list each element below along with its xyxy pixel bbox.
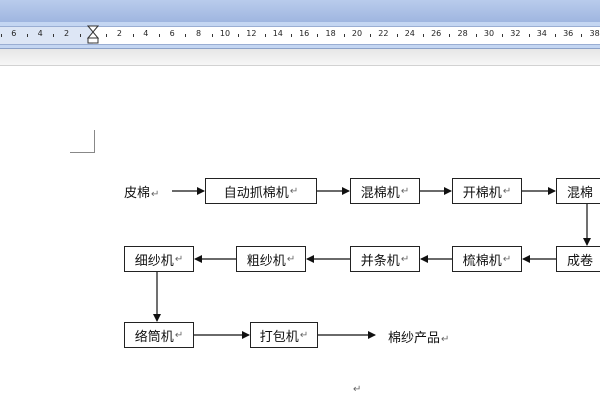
flow-box-winding[interactable]: 络筒机↵ xyxy=(124,322,194,348)
empty-paragraph-mark: ↵ xyxy=(353,384,362,395)
indent-marker-icon[interactable] xyxy=(87,25,99,44)
ruler-label: 14 xyxy=(272,29,283,38)
flow-end-text: 棉纱产品↵ xyxy=(388,331,450,346)
ruler-tick xyxy=(211,34,213,37)
ruler-tick xyxy=(27,34,28,37)
ruler-label: 24 xyxy=(404,29,415,38)
ruler-text-area xyxy=(93,26,600,45)
ruler-tick xyxy=(159,34,160,37)
ruler-label: 28 xyxy=(457,29,468,38)
flow-box-spinning[interactable]: 细纱机↵ xyxy=(124,246,194,272)
flow-box-roving[interactable]: 粗纱机↵ xyxy=(236,246,306,272)
ruler-label: 22 xyxy=(378,29,389,38)
ruler-label: 34 xyxy=(536,29,547,38)
flow-box-drawing[interactable]: 并条机↵ xyxy=(350,246,420,272)
ruler-tick xyxy=(79,34,81,37)
flow-box-carding[interactable]: 梳棉机↵ xyxy=(452,246,522,272)
ruler-label: 10 xyxy=(219,29,231,38)
ruler-tick xyxy=(238,34,240,37)
page-corner-marker xyxy=(70,130,95,153)
ruler-tick xyxy=(53,34,55,37)
ruler-tick xyxy=(291,34,292,37)
ruler-tick xyxy=(581,34,583,37)
flow-box-lap-former[interactable]: 成卷 xyxy=(556,246,600,272)
ruler-label: 4 xyxy=(37,29,43,38)
ruler-label: 6 xyxy=(169,29,175,38)
ruler-label: 2 xyxy=(64,29,70,38)
ruler-label: 2 xyxy=(116,29,122,38)
ruler-tick xyxy=(343,34,345,37)
flow-start-text: 皮棉↵ xyxy=(124,186,160,201)
ruler-label: 38 xyxy=(589,29,600,38)
ruler-tick xyxy=(449,34,451,37)
ruler-tick xyxy=(106,34,108,37)
ruler-label: 8 xyxy=(196,29,202,38)
ruler-tick xyxy=(475,34,477,37)
ruler-margin-area xyxy=(0,26,93,45)
ruler-tick xyxy=(0,34,2,37)
ruler-tick xyxy=(317,34,319,37)
ruler-label: 20 xyxy=(351,29,363,38)
flow-box-opener[interactable]: 开棉机↵ xyxy=(452,178,522,204)
ruler-tick xyxy=(370,34,372,37)
flow-box-mixer-2[interactable]: 混棉 xyxy=(556,178,600,204)
ruler-tick xyxy=(528,34,530,37)
ruler-tick xyxy=(185,34,187,37)
ruler-tick xyxy=(132,34,134,37)
ruler-tick xyxy=(423,34,424,37)
ruler-label: 4 xyxy=(143,29,149,38)
window-title-bar xyxy=(0,0,600,23)
flow-box-baling[interactable]: 打包机↵ xyxy=(250,322,318,348)
ruler-label: 18 xyxy=(325,29,336,38)
ruler-label: 30 xyxy=(483,29,495,38)
flow-box-auto-plucker[interactable]: 自动抓棉机↵ xyxy=(205,178,317,204)
flow-box-mixer[interactable]: 混棉机↵ xyxy=(350,178,420,204)
ruler-label: 12 xyxy=(246,29,257,38)
ruler-label: 16 xyxy=(299,29,310,38)
ruler-tick xyxy=(264,34,266,37)
ruler-label: 36 xyxy=(563,29,574,38)
ruler-tick xyxy=(502,34,504,37)
ruler-tick xyxy=(396,34,398,37)
ruler-label: 26 xyxy=(431,29,442,38)
ruler-tick xyxy=(555,34,556,37)
ruler-label: 32 xyxy=(510,29,521,38)
document-top-gap xyxy=(0,49,600,66)
ruler-label: 6 xyxy=(11,29,17,38)
